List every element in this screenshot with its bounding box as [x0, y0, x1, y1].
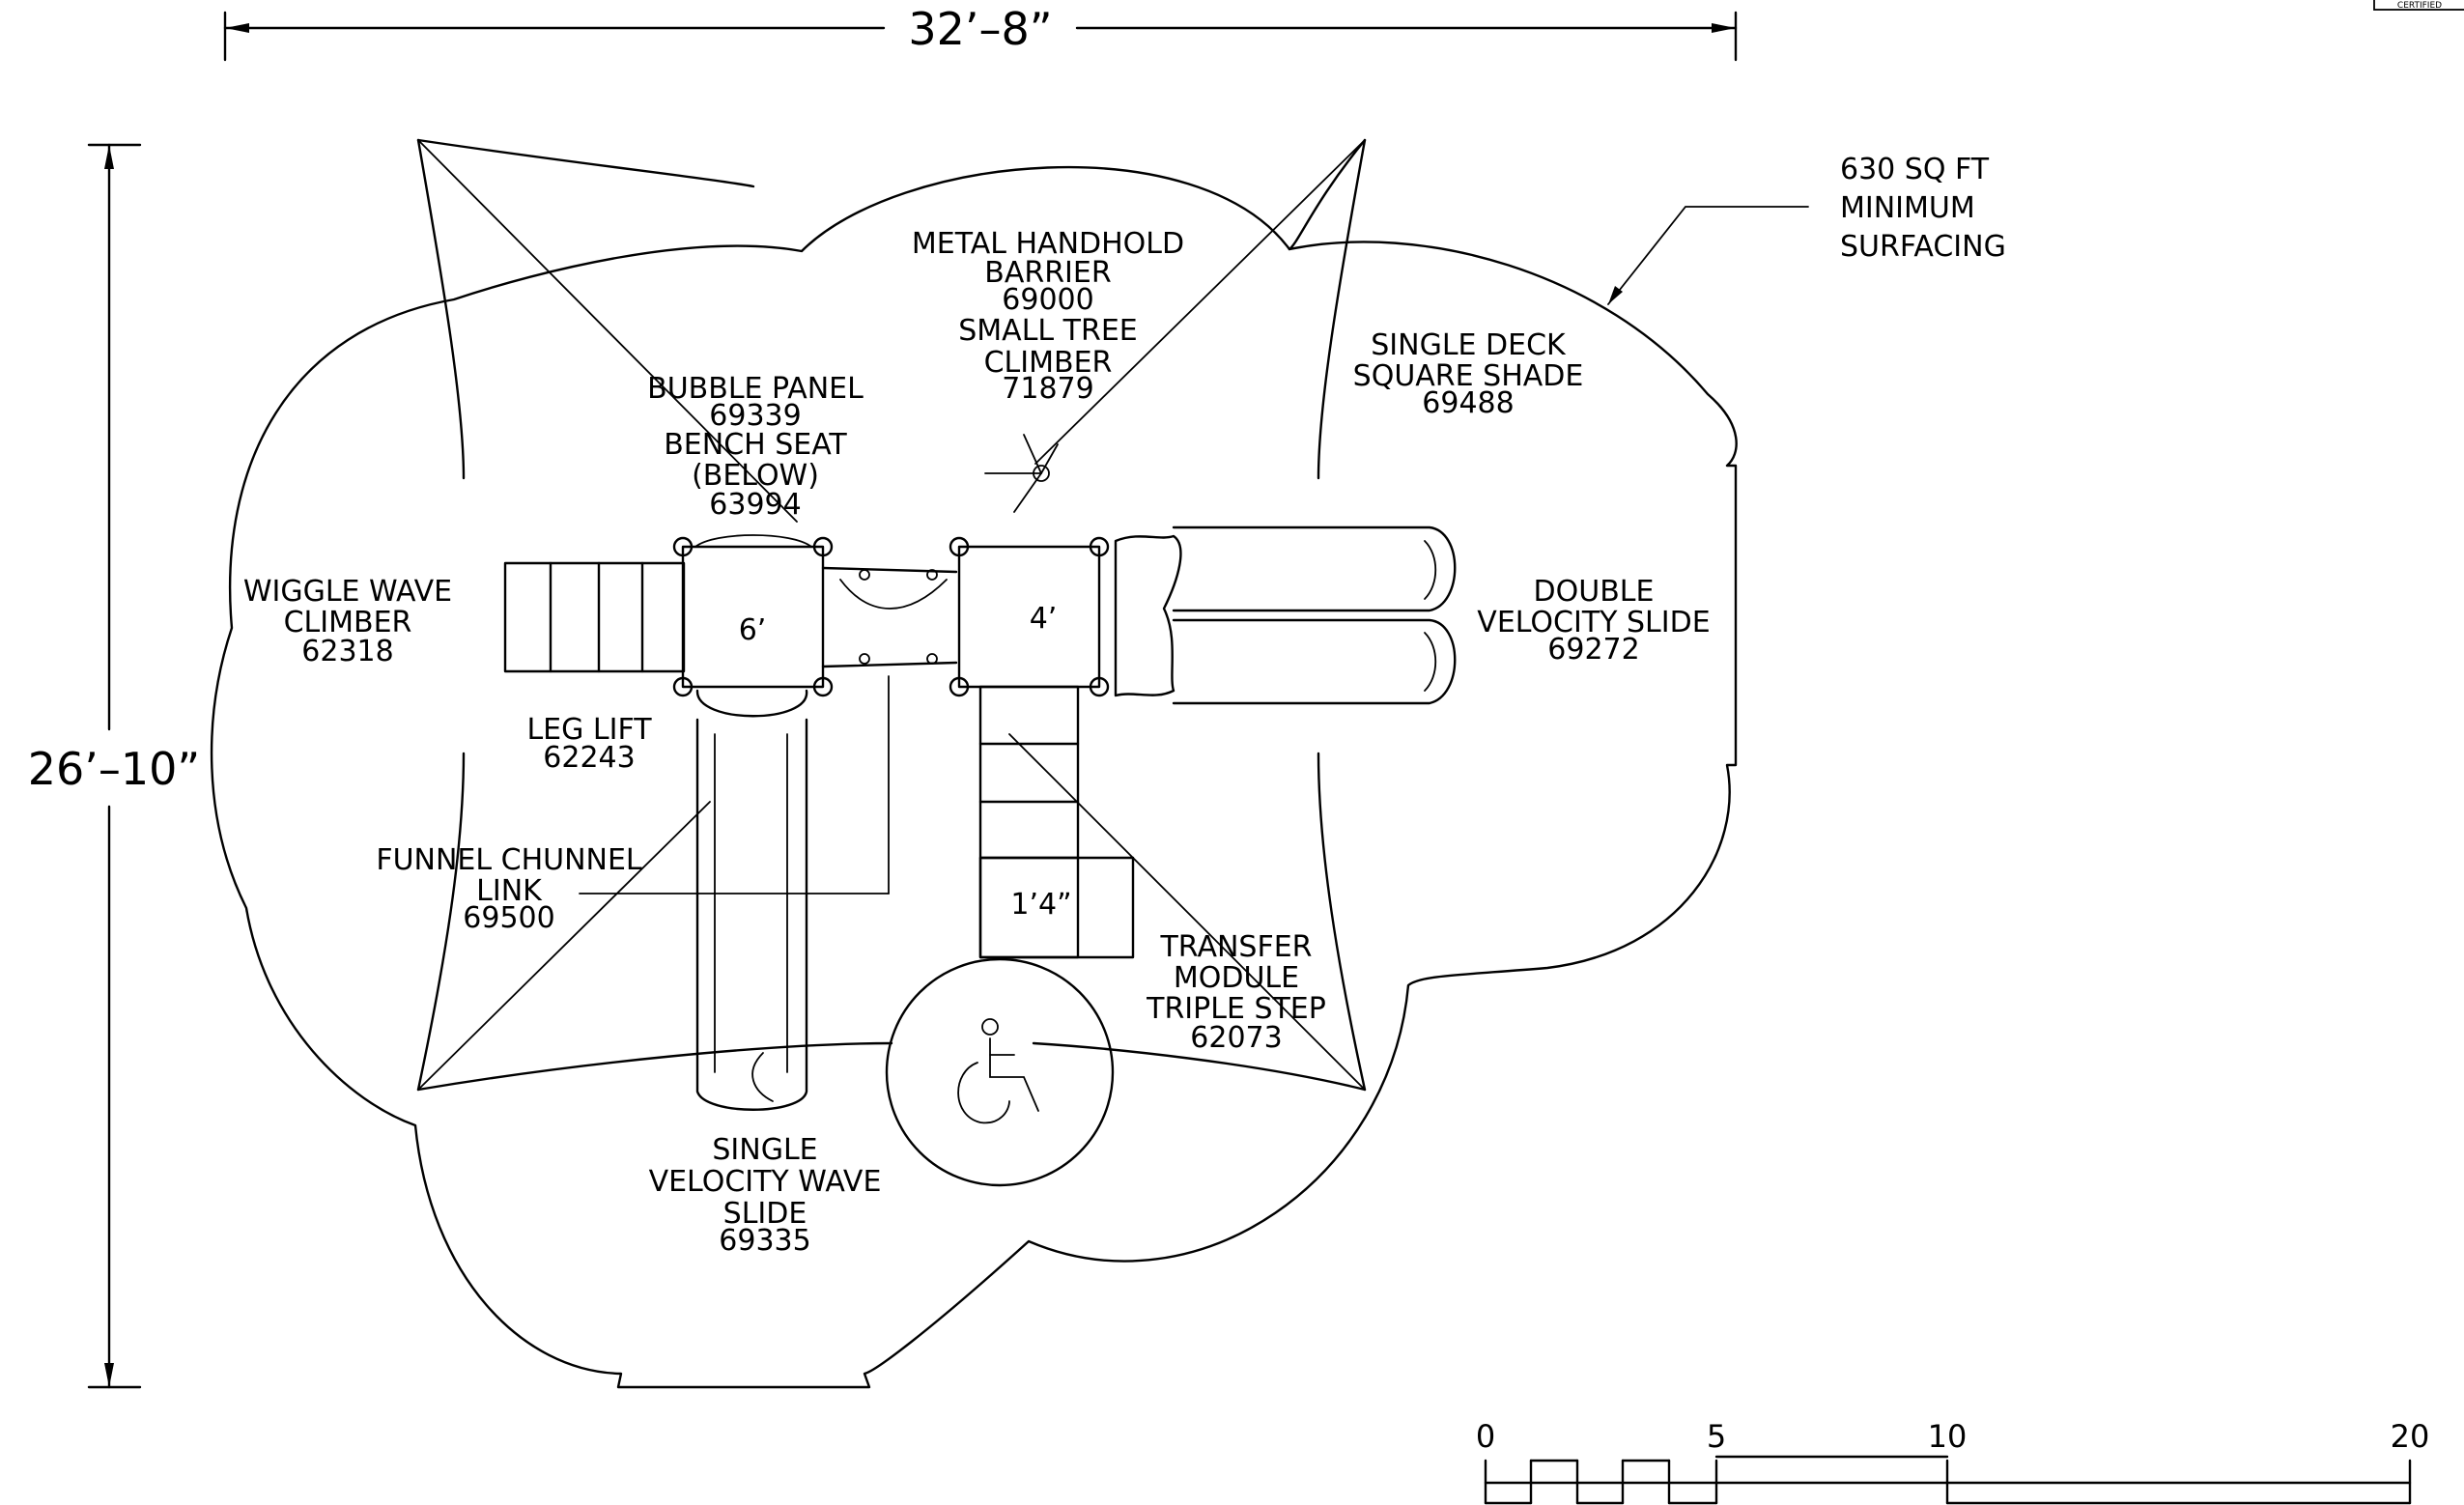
deck-6ft-label: 6’: [739, 613, 767, 647]
bench-seat-line-3: 63994: [709, 488, 801, 522]
transfer-module-triple-step: 1’4”: [978, 685, 1135, 959]
bench-seat-line-1: BENCH SEAT: [664, 428, 847, 462]
bubble-panel-label: BUBBLE PANEL 69339: [647, 372, 864, 433]
height-dimension: 26’–10”: [28, 143, 201, 1389]
single-deck-line-1: SINGLE DECK: [1371, 328, 1567, 362]
wiggle-wave-line-3: 62318: [301, 635, 393, 668]
single-velocity-line-1: SINGLE: [712, 1133, 817, 1167]
funnel-chunnel-line-3: 69500: [463, 901, 554, 935]
wiggle-wave-label: WIGGLE WAVE CLIMBER 62318: [243, 575, 452, 668]
transfer-module-line-3: TRIPLE STEP: [1146, 992, 1326, 1026]
leader-lines: [579, 206, 1809, 894]
width-dimension: 32’–8”: [223, 3, 1738, 62]
leg-lift-line-1: LEG LIFT: [526, 713, 652, 747]
single-velocity-label: SINGLE VELOCITY WAVE SLIDE 69335: [649, 1133, 882, 1258]
leg-lift-line-2: 62243: [543, 741, 635, 775]
single-velocity-line-4: 69335: [719, 1224, 810, 1258]
small-tree-label: SMALL TREE CLIMBER 71879: [958, 314, 1138, 406]
funnel-chunnel-line-2: LINK: [476, 874, 543, 908]
single-velocity-line-3: SLIDE: [723, 1197, 807, 1231]
transfer-module-line-1: TRANSFER: [1159, 930, 1312, 964]
square-shade-canopy: [416, 138, 1367, 1092]
surfacing-label: 630 SQ FT MINIMUM SURFACING: [1840, 153, 2006, 264]
single-deck-line-3: 69488: [1422, 386, 1514, 420]
funnel-chunnel-label: FUNNEL CHUNNEL LINK 69500: [376, 843, 642, 935]
double-velocity-line-3: 69272: [1547, 633, 1639, 667]
surfacing-line-1: 630 SQ FT: [1840, 153, 1990, 186]
double-velocity-slide: [1114, 525, 1457, 705]
transfer-module-label: TRANSFER MODULE TRIPLE STEP 62073: [1146, 930, 1326, 1055]
metal-handhold-line-3: 69000: [1002, 283, 1093, 317]
single-velocity-line-2: VELOCITY WAVE: [649, 1165, 882, 1199]
small-tree-line-3: 71879: [1002, 372, 1093, 406]
surfacing-boundary: [210, 165, 1738, 1389]
double-velocity-line-2: VELOCITY SLIDE: [1477, 606, 1710, 639]
surfacing-line-2: MINIMUM: [1840, 191, 1975, 225]
certified-badge-text: CERTIFIED: [2397, 1, 2442, 11]
transfer-height-label: 1’4”: [1010, 888, 1071, 922]
leg-lift-label: LEG LIFT 62243: [526, 713, 652, 775]
width-dimension-label: 32’–8”: [908, 3, 1052, 55]
metal-handhold-line-2: BARRIER: [984, 256, 1111, 290]
scale-label-10: 10: [1928, 1418, 1968, 1455]
wheelchair-accessibility-icon: [957, 1018, 1039, 1124]
height-dimension-label: 26’–10”: [28, 743, 201, 795]
double-velocity-line-1: DOUBLE: [1534, 575, 1655, 609]
single-deck-line-2: SQUARE SHADE: [1353, 359, 1584, 393]
deck-4ft: 4’: [949, 536, 1110, 697]
bench-seat-label: BENCH SEAT (BELOW) 63994: [664, 428, 847, 522]
transfer-module-line-4: 62073: [1190, 1021, 1282, 1055]
bench-seat-line-2: (BELOW): [692, 459, 819, 493]
funnel-chunnel-line-1: FUNNEL CHUNNEL: [376, 843, 642, 877]
scale-label-20: 20: [2391, 1418, 2430, 1455]
bubble-panel-line-1: BUBBLE PANEL: [647, 372, 864, 406]
metal-handhold-line-1: METAL HANDHOLD: [912, 227, 1184, 261]
small-tree-line-1: SMALL TREE: [958, 314, 1138, 348]
bubble-panel-line-2: 69339: [709, 399, 801, 433]
single-deck-label: SINGLE DECK SQUARE SHADE 69488: [1353, 328, 1584, 420]
small-tree-line-2: CLIMBER: [984, 346, 1113, 380]
single-velocity-wave-slide: [695, 689, 808, 1111]
wiggle-wave-line-2: CLIMBER: [284, 606, 412, 639]
wiggle-wave-line-1: WIGGLE WAVE: [243, 575, 452, 609]
scale-bar: 0 5 10 20: [1476, 1418, 2430, 1505]
metal-handhold-label: METAL HANDHOLD BARRIER 69000: [912, 227, 1184, 317]
double-velocity-label: DOUBLE VELOCITY SLIDE 69272: [1477, 575, 1710, 667]
transfer-module-line-2: MODULE: [1174, 961, 1299, 995]
scale-label-5: 5: [1707, 1418, 1726, 1455]
certified-badge: CERTIFIED: [2373, 0, 2464, 11]
surfacing-line-3: SURFACING: [1840, 230, 2006, 264]
scale-label-0: 0: [1476, 1418, 1495, 1455]
deck-6ft: 6’: [672, 534, 834, 697]
deck-4ft-label: 4’: [1030, 602, 1058, 636]
small-tree-climber: [984, 434, 1059, 513]
funnel-chunnel-tube: [821, 566, 958, 668]
accessible-transfer-point: [885, 957, 1115, 1187]
wiggle-wave-climber: [503, 561, 686, 673]
